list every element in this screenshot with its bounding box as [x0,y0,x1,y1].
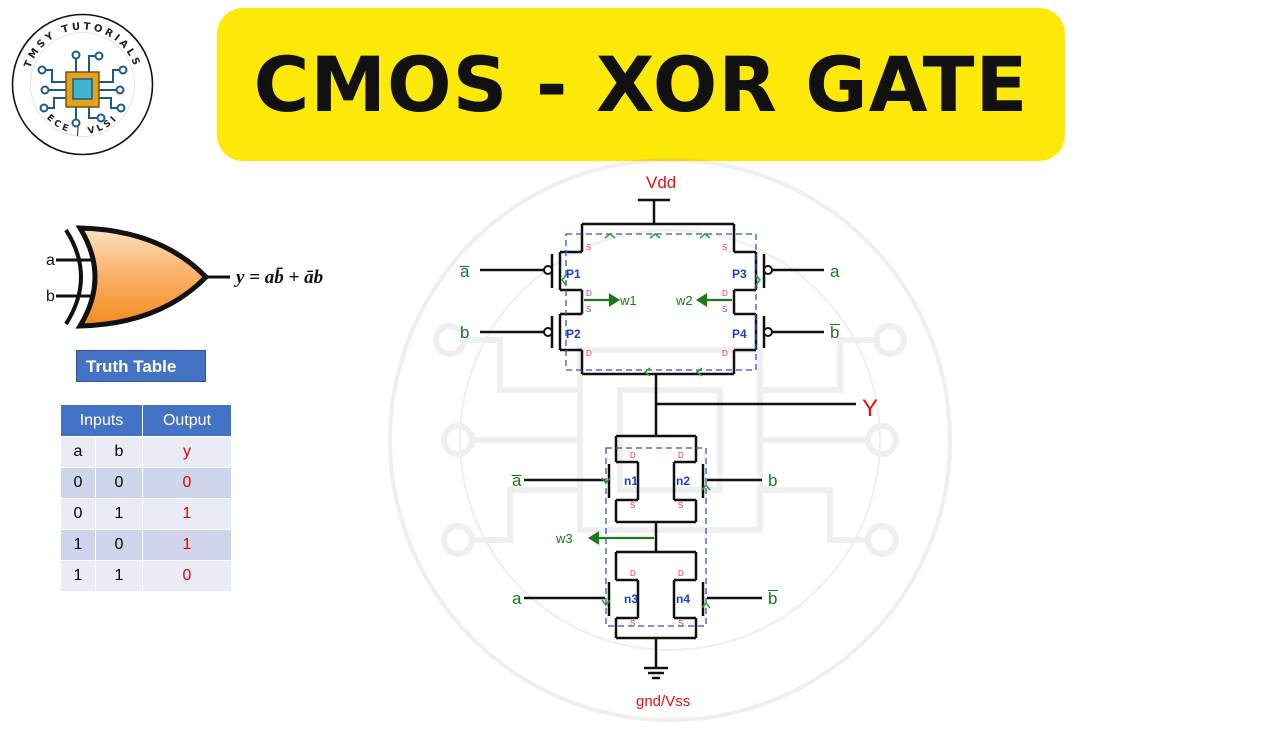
p3-label: P3 [732,267,747,281]
title-banner: CMOS - XOR GATE [217,8,1065,161]
n4-d-label: D [678,569,684,578]
p4-input-label: b̅ [830,323,840,342]
page-title: CMOS - XOR GATE [253,40,1029,129]
watermark-logo [388,158,952,722]
subheader-b: b [95,436,143,468]
header-inputs: Inputs [60,404,143,437]
p1-label: P1 [566,267,581,281]
tmsy-logo: TMSY TUTORIALS ECE | VLSI [11,13,154,156]
w3-label: w3 [555,531,573,546]
p4-label: P4 [732,327,747,341]
n3-label: n3 [624,592,638,606]
n3-d-label: D [630,569,636,578]
p2-input-label: b [460,323,469,342]
table-row: 0 0 0 [60,467,232,499]
cell-a: 0 [60,498,96,530]
p1-input-label: a̅ [459,262,470,281]
n1-s-label: S [630,501,635,510]
cell-a: 0 [60,467,96,499]
p1-s-label: S [586,243,591,252]
w2-label: w2 [675,293,693,308]
n1-label: n1 [624,474,638,488]
header-output: Output [142,404,232,437]
cell-y: 1 [142,529,232,561]
gnd-label: gnd/Vss [636,693,690,710]
cell-b: 0 [95,529,143,561]
n2-input-label: b [768,471,777,490]
p3-input-label: a [830,262,840,281]
p3-s-label: S [722,243,727,252]
truth-table-label: Truth Table [76,350,206,382]
gate-input-b: b [46,288,55,305]
subheader-a: a [60,436,96,468]
cell-y: 0 [142,467,232,499]
p4-s-label: S [722,305,727,314]
truth-table: Inputs Output a b y 0 0 0 0 1 1 1 0 1 1 … [60,404,232,592]
cell-b: 1 [95,498,143,530]
cmos-xor-circuit: Vdd gnd/Vss Y a̅ b a b̅ a̅ b a b̅ P1 P2 … [459,173,878,710]
subheader-y: y [142,436,232,468]
p2-d-label: D [586,349,592,358]
n4-s-label: S [678,619,683,628]
cell-y: 1 [142,498,232,530]
cell-y: 0 [142,560,232,592]
table-row: 0 1 1 [60,498,232,530]
n3-input-label: a [512,589,522,608]
table-row: 1 1 0 [60,560,232,592]
gate-input-a: a [46,252,55,269]
pmos-bubbles [543,265,773,337]
cell-b: 0 [95,467,143,499]
vdd-label: Vdd [646,173,676,192]
n2-label: n2 [676,474,690,488]
circuit-wires [480,198,856,680]
n2-d-label: D [678,451,684,460]
current-path [565,233,757,627]
n3-s-label: S [630,619,635,628]
w1-label: w1 [619,293,637,308]
p1-d-label: D [586,289,592,298]
cell-a: 1 [60,560,96,592]
p2-s-label: S [586,305,591,314]
cell-b: 1 [95,560,143,592]
xor-gate-symbol: a b y = ab̄ + āb [46,225,323,329]
n1-input-label: a̅ [511,471,522,490]
p2-label: P2 [566,327,581,341]
flow-arrows [561,233,761,609]
n2-s-label: S [678,501,683,510]
n1-d-label: D [630,451,636,460]
p4-d-label: D [722,349,728,358]
table-row: 1 0 1 [60,529,232,561]
p3-d-label: D [722,289,728,298]
internal-node-arrows [584,293,732,545]
output-y-label: Y [862,395,878,422]
n4-input-label: b̅ [768,589,778,608]
gate-equation: y = ab̄ + āb [234,267,323,288]
cell-a: 1 [60,529,96,561]
n4-label: n4 [676,592,690,606]
